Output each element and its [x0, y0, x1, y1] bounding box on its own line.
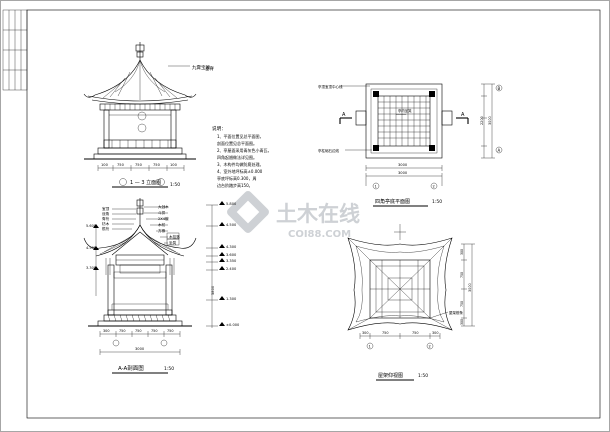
watermark-en: COI88.COM	[288, 229, 351, 240]
sec-right-tag-1: 斗拱	[158, 210, 166, 215]
roof-right-0: 300	[460, 249, 464, 255]
elev-dim-4: 100	[170, 163, 178, 167]
elev-dim-3: 750	[153, 163, 161, 167]
sec-right-tag-4: 方椽	[158, 228, 166, 233]
section-drawing	[83, 198, 197, 327]
sec-right-tag-2: 2X4檩	[158, 216, 169, 221]
notes-line-1: 剖面位置见总平面图。	[217, 140, 257, 146]
roof-dim-3: 300	[432, 331, 438, 335]
sec-left-tag-3: 枋木	[102, 221, 110, 226]
notes-line-7: 边台阶踏步高150。	[217, 182, 253, 188]
sec-left-tag-0: 宝顶	[102, 206, 110, 211]
sec-right-elev-0: 5.800	[226, 202, 237, 206]
elevation-scale: 1:50	[170, 182, 180, 188]
notes-line-4: 3、木构件均做防腐处理。	[217, 161, 264, 167]
roof-right-1: 750	[460, 272, 464, 278]
roof-right-2: 750	[460, 301, 464, 307]
sec-right-tag-0: 大戗木	[158, 204, 169, 209]
sec-row-0: 300	[103, 329, 109, 333]
sec-row-2: 750	[135, 329, 141, 333]
section-elevation-scale	[206, 201, 225, 328]
sec-height: 5800	[211, 285, 215, 295]
plan-axis-1: 1	[375, 185, 377, 189]
plan-title: 四角亭底平面图	[375, 198, 410, 205]
sec-left-elev-1: 4.500	[86, 246, 96, 250]
roof-dim-2: 750	[412, 331, 418, 335]
sec-right-elev-7: ±0.000	[226, 323, 240, 327]
drawing-frame	[26, 9, 601, 419]
sec-row-3: 750	[151, 329, 157, 333]
notes-line-3: 四角起翘做法详见图。	[217, 154, 257, 160]
sec-right-elev-3: 3.600	[226, 253, 237, 257]
sec-total: 3000	[135, 347, 145, 351]
sec-right-elev-2: 4.300	[226, 245, 237, 249]
watermark-cn: 土木在线	[276, 202, 360, 226]
plan-dim-right-2: 3000	[488, 116, 492, 125]
sec-row-1: 750	[119, 329, 125, 333]
elevation-drawing	[83, 42, 197, 160]
design-notes: 说明： 1、平面位置见总平面图， 剖面位置见总平面图。 2、亭屋面采用青灰色小青…	[212, 125, 272, 188]
sec-left-elev-2: 3.300	[86, 266, 96, 270]
roof-axis-1: 1	[369, 345, 371, 349]
sec-left-tag-4: 檐桁	[102, 226, 110, 231]
plan-dim-total-2: 3000	[398, 171, 408, 175]
plan-scale: 1:50	[432, 199, 442, 205]
elev-dim-1: 750	[117, 163, 125, 167]
sec-left-tag-2: 脊桁	[102, 216, 110, 221]
sec-right-elev-4: 3.350	[226, 259, 237, 263]
sec-left-tag-1: 戗角	[102, 211, 110, 216]
plan-top-label: 亭顶宝顶中心线	[318, 84, 343, 89]
elev-dim-0: 100	[101, 163, 109, 167]
roof-title: 屋架仰视图	[378, 372, 403, 379]
watermark: 土木在线 COI88.COM	[227, 191, 360, 240]
elevation-note: 九霄宝顶	[192, 64, 210, 71]
plan-inner-label-2: ─────	[395, 113, 407, 117]
section-title: A-A剖面图	[118, 364, 144, 372]
roof-plan-drawing	[347, 224, 475, 350]
plan-axis-b: B	[498, 86, 501, 91]
notes-line-0: 1、平面位置见总平面图，	[217, 133, 264, 139]
plan-axis-2: 2	[433, 185, 435, 189]
left-title-strip	[2, 9, 28, 91]
roof-right-3: 300	[460, 319, 464, 325]
roof-label: 屋架檩条	[449, 310, 463, 315]
sec-right-elev-5: 2.400	[226, 267, 237, 271]
sec-row-4: 750	[167, 329, 173, 333]
plan-bottom-label: 亭柱础石边线	[318, 148, 339, 153]
sec-right-tag-5: 木挂落	[169, 234, 180, 239]
elev-dim-2: 750	[135, 163, 143, 167]
sec-right-elev-1: 4.500	[226, 223, 237, 227]
plan-dim-right-1: 2200	[480, 116, 484, 125]
elevation-title: 1 — 3 立面图	[130, 179, 161, 186]
sec-right-elev-6: 1.300	[226, 297, 237, 301]
plan-dim-total-1: 3000	[398, 163, 408, 167]
section-dim-rows	[99, 331, 181, 355]
roof-axis-2: 2	[429, 345, 431, 349]
roof-scale: 1:50	[418, 373, 428, 379]
notes-line-6: 亭底坪标高0.300，周	[217, 175, 256, 181]
plan-drawing	[339, 83, 503, 190]
sec-left-elev-0: 5.600	[86, 224, 96, 228]
roof-right-total: 3000	[468, 283, 472, 292]
notes-line-5: 4、室外地坪标高±0.000	[217, 168, 263, 174]
elevation-dim-row	[97, 165, 185, 171]
notes-heading: 说明：	[212, 125, 226, 132]
section-scale: 1:50	[164, 366, 174, 372]
plan-section-mark-left: A	[342, 112, 346, 118]
roof-dim-1: 750	[382, 331, 388, 335]
notes-line-2: 2、亭屋面采用青灰色小青瓦，	[217, 147, 272, 153]
plan-inner-label: 亭内坐凳	[398, 108, 412, 113]
sec-right-tag-3: 木枋	[158, 222, 166, 227]
elevation-title-mark	[112, 178, 168, 188]
plan-axis-a: A	[498, 148, 501, 153]
roof-dim-0: 300	[362, 331, 368, 335]
plan-section-mark-right: A	[461, 112, 465, 118]
elevation-note-tag: 垂脊	[205, 65, 214, 72]
sec-right-tag-6: 坐凳	[169, 240, 177, 245]
